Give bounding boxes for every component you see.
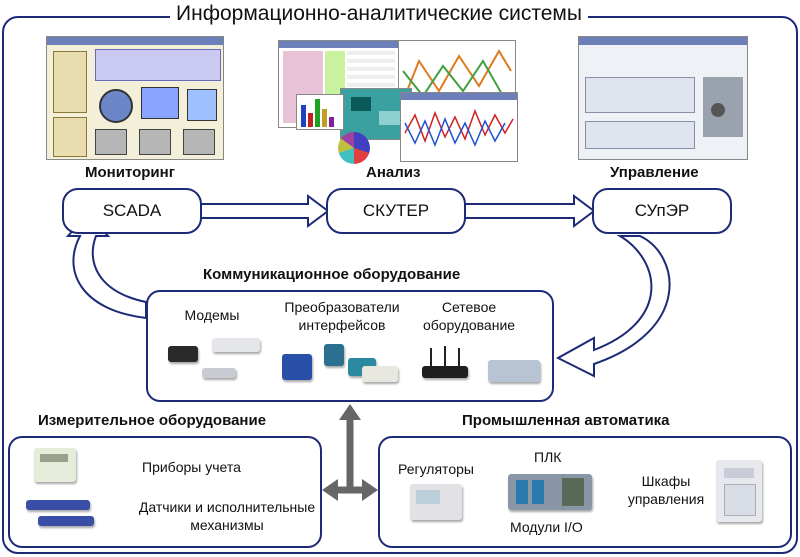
converter-icon bbox=[324, 344, 344, 366]
skuter-node[interactable]: СКУТЕР bbox=[326, 188, 466, 234]
converter-icon bbox=[282, 354, 312, 380]
control-heading: Управление bbox=[610, 164, 699, 181]
converter-icon bbox=[362, 366, 398, 382]
arrow-super-to-comm bbox=[555, 235, 671, 378]
arrow-scada-to-skuter bbox=[199, 194, 330, 228]
control-screenshot bbox=[578, 36, 748, 160]
regulators-label: Регуляторы bbox=[398, 461, 474, 477]
sensors-label: Датчики и исполнительные механизмы bbox=[138, 499, 316, 533]
sensor-icon bbox=[38, 516, 94, 526]
comm-box: Модемы Преобразователи интерфейсов Сетев… bbox=[146, 290, 554, 402]
modem-icon bbox=[168, 346, 198, 362]
cabinet-icon bbox=[716, 460, 762, 522]
plc-icon bbox=[508, 474, 592, 510]
comm-heading: Коммуникационное оборудование bbox=[203, 266, 461, 283]
monitoring-heading: Мониторинг bbox=[85, 164, 175, 181]
super-label: СУпЭР bbox=[634, 201, 690, 220]
automation-box: Регуляторы ПЛК Модули I/O Шкафы управлен… bbox=[378, 436, 792, 548]
switch-icon bbox=[488, 360, 540, 382]
scada-screenshot bbox=[46, 36, 224, 160]
measuring-box: Приборы учета Датчики и исполнительные м… bbox=[8, 436, 322, 548]
scada-node[interactable]: SCADA bbox=[62, 188, 202, 234]
io-label: Модули I/O bbox=[510, 519, 583, 535]
regulator-icon bbox=[410, 484, 462, 520]
router-icon bbox=[422, 366, 468, 378]
analysis-heading: Анализ bbox=[366, 164, 421, 181]
measuring-heading: Измерительное оборудование bbox=[38, 412, 267, 429]
super-node[interactable]: СУпЭР bbox=[592, 188, 732, 234]
meter-icon bbox=[34, 448, 76, 482]
meters-label: Приборы учета bbox=[142, 459, 241, 475]
page-title: Информационно-аналитические системы bbox=[170, 2, 588, 26]
modem-icon bbox=[202, 368, 236, 378]
flowmeter-icon bbox=[26, 500, 90, 510]
network-label: Сетевое оборудование bbox=[422, 299, 516, 333]
automation-heading: Промышленная автоматика bbox=[462, 412, 670, 429]
scada-label: SCADA bbox=[102, 201, 162, 220]
modem-icon bbox=[212, 338, 260, 352]
cabinets-label: Шкафы управления bbox=[627, 473, 705, 507]
converters-label: Преобразователи интерфейсов bbox=[284, 299, 400, 333]
skuter-label: СКУТЕР bbox=[362, 201, 430, 220]
modems-label: Модемы bbox=[184, 307, 240, 323]
analysis-screenshot-bars bbox=[296, 94, 344, 130]
plc-label: ПЛК bbox=[534, 449, 562, 465]
analysis-screenshot-multiline bbox=[400, 92, 518, 162]
arrow-skuter-to-super bbox=[464, 194, 596, 228]
analysis-pie-chart bbox=[338, 132, 370, 164]
